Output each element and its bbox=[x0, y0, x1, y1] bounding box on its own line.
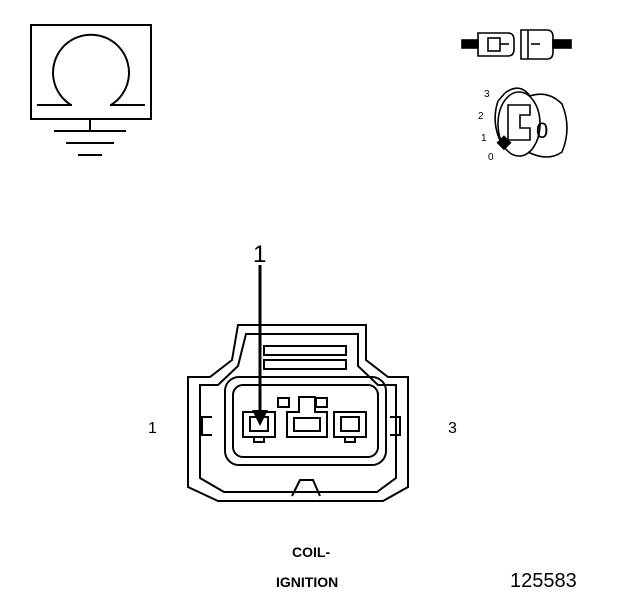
pin-label-right: 3 bbox=[448, 420, 457, 437]
connector-body bbox=[187, 324, 409, 502]
key-position-2: 2 bbox=[478, 111, 484, 122]
terminal-cavity-3 bbox=[333, 411, 367, 443]
terminal-cavities bbox=[242, 396, 367, 443]
callout-arrow bbox=[252, 265, 268, 426]
key-position-0: 0 bbox=[488, 152, 494, 163]
callout-number: 1 bbox=[253, 241, 266, 268]
key-position-1: 1 bbox=[481, 133, 487, 144]
key-label: 0 bbox=[536, 118, 548, 143]
connector-name-line1: COIL- bbox=[292, 544, 330, 560]
figure-number: 125583 bbox=[510, 570, 577, 592]
key-position-3: 3 bbox=[484, 89, 490, 100]
pin-label-left: 1 bbox=[148, 420, 157, 437]
ignition-key-icon bbox=[494, 87, 568, 158]
ohm-meter-ground-icon bbox=[30, 24, 152, 156]
disconnected-connector-icon bbox=[461, 29, 572, 60]
terminal-cavity-2 bbox=[286, 396, 328, 438]
connector-name-line2: IGNITION bbox=[276, 574, 338, 590]
